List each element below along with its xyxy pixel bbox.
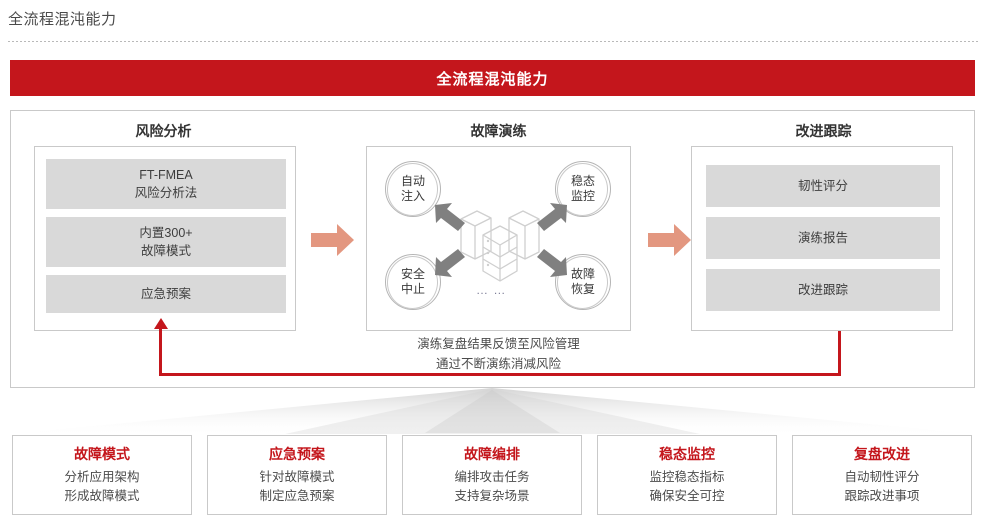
node-ring [385, 254, 441, 310]
bottom-card-steady-state-monitoring[interactable]: 稳态监控 监控稳态指标 确保安全可控 [597, 435, 777, 515]
chip-resilience-score[interactable]: 韧性评分 [706, 165, 940, 207]
chip-fault-modes-line2: 故障模式 [140, 244, 191, 258]
fault-drill-box: … … 自动 注入 稳态 监控 [366, 146, 631, 331]
drill-arrow-upleft-icon [433, 201, 467, 238]
node-ring [555, 254, 611, 310]
node-safe-abort[interactable]: 安全 中止 [383, 252, 442, 313]
bottom-card-emergency-plan[interactable]: 应急预案 针对故障模式 制定应急预案 [207, 435, 387, 515]
ellipsis-label: … … [476, 283, 507, 297]
feedback-loop-right-segment [838, 331, 841, 376]
server-rack-icon [451, 199, 549, 290]
drill-caption-line1: 演练复盘结果反馈至风险管理 [417, 337, 580, 351]
section-banner: 全流程混沌能力 [10, 60, 975, 96]
banner-title: 全流程混沌能力 [436, 70, 549, 88]
node-line1: 安全 [400, 267, 425, 281]
bottom-card-line1: 针对故障模式 [259, 470, 335, 485]
column-title-risk-analysis: 风险分析 [135, 123, 192, 139]
column-title-fault-drill: 故障演练 [470, 123, 527, 139]
flow-arrow-2-icon [648, 223, 692, 262]
chip-ft-fmea[interactable]: FT-FMEA 风险分析法 [46, 159, 286, 209]
chip-ft-fmea-line2: 风险分析法 [134, 186, 198, 200]
bottom-card-line1: 分析应用架构 [64, 470, 140, 485]
bottom-card-line2: 制定应急预案 [259, 489, 335, 503]
bottom-card-line1: 自动韧性评分 [844, 470, 920, 485]
risk-analysis-box: FT-FMEA 风险分析法 内置300+ 故障模式 应急预案 [34, 146, 296, 331]
chip-fault-modes-line1: 内置300+ [139, 225, 193, 240]
bottom-card-title: 故障编排 [464, 446, 520, 463]
node-line1: 故障 [570, 267, 595, 281]
node-line2: 中止 [400, 282, 425, 296]
bottom-card-line1: 编排攻击任务 [454, 470, 530, 485]
chip-improvement-tracking[interactable]: 改进跟踪 [706, 269, 940, 311]
feedback-loop-bottom-segment [159, 373, 841, 376]
node-fault-recovery[interactable]: 故障 恢复 [553, 252, 612, 313]
bottom-card-line2: 确保安全可控 [649, 489, 725, 503]
chip-emergency-plan-line1: 应急预案 [140, 286, 191, 301]
drill-arrow-downleft-icon [433, 247, 467, 284]
bottom-card-line2: 支持复杂场景 [454, 489, 530, 503]
drill-caption-line2: 通过不断演练消减风险 [435, 357, 561, 371]
chip-improvement-tracking-line1: 改进跟踪 [797, 282, 848, 297]
chip-ft-fmea-line1: FT-FMEA [139, 167, 193, 182]
bottom-card-fault-mode[interactable]: 故障模式 分析应用架构 形成故障模式 [12, 435, 192, 515]
chip-drill-report[interactable]: 演练报告 [706, 217, 940, 259]
chip-fault-modes[interactable]: 内置300+ 故障模式 [46, 217, 286, 267]
node-line1: 稳态 [570, 174, 595, 188]
bottom-card-review-improvement[interactable]: 复盘改进 自动韧性评分 跟踪改进事项 [792, 435, 972, 515]
header-divider [8, 41, 978, 42]
chip-drill-report-line1: 演练报告 [797, 230, 848, 245]
node-steady-state-monitoring-label: 稳态 监控 [555, 161, 611, 217]
drill-arrow-upright-icon [535, 201, 569, 238]
feedback-loop-arrowhead-icon [153, 318, 168, 329]
bottom-card-line2: 跟踪改进事项 [844, 489, 920, 503]
node-line2: 注入 [400, 189, 425, 203]
bottom-card-title: 应急预案 [269, 446, 325, 463]
capability-flow-panel: 风险分析 FT-FMEA 风险分析法 内置300+ 故障模式 应急预案 故障演练 [10, 110, 975, 388]
node-ring [555, 161, 611, 217]
drill-arrow-downright-icon [535, 247, 569, 284]
flow-arrow-1-icon [311, 223, 355, 262]
bottom-card-title: 复盘改进 [854, 446, 910, 463]
chip-resilience-score-line1: 韧性评分 [797, 178, 848, 193]
node-line2: 监控 [570, 189, 595, 203]
bottom-card-fault-orchestration[interactable]: 故障编排 编排攻击任务 支持复杂场景 [402, 435, 582, 515]
node-auto-injection-label: 自动 注入 [385, 161, 441, 217]
node-line1: 自动 [400, 174, 425, 188]
improvement-tracking-box: 韧性评分 演练报告 改进跟踪 [691, 146, 953, 331]
page-title: 全流程混沌能力 [8, 11, 117, 28]
bottom-card-title: 故障模式 [74, 446, 130, 463]
node-fault-recovery-label: 故障 恢复 [555, 254, 611, 310]
bottom-card-line2: 形成故障模式 [64, 489, 140, 503]
node-auto-injection[interactable]: 自动 注入 [383, 159, 442, 220]
feedback-loop-left-segment [159, 329, 162, 376]
bottom-card-line1: 监控稳态指标 [649, 470, 725, 485]
bottom-card-title: 稳态监控 [659, 446, 715, 463]
node-steady-state-monitoring[interactable]: 稳态 监控 [553, 159, 612, 220]
column-title-improvement-tracking: 改进跟踪 [795, 123, 852, 139]
node-ring [385, 161, 441, 217]
node-line2: 恢复 [570, 282, 595, 296]
node-safe-abort-label: 安全 中止 [385, 254, 441, 310]
funnel-connector [0, 388, 985, 436]
chip-emergency-plan[interactable]: 应急预案 [46, 275, 286, 313]
